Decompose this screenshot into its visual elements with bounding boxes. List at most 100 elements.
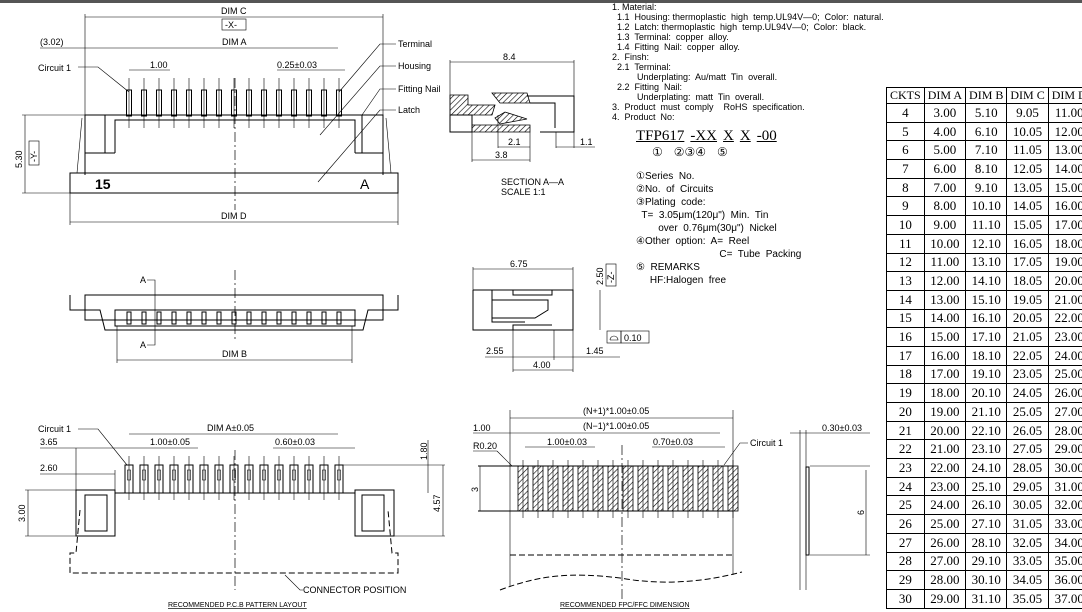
table-cell: 24 [886,476,925,497]
table-cell: 28.05 [1006,458,1049,478]
table-cell: 28.00 [1047,420,1082,441]
dim-255-label: 2.55 [486,346,504,356]
note-line: 2.2 Fitting Nail: [612,82,683,92]
table-cell: 11.10 [965,215,1008,235]
table-cell: 27.00 [923,551,967,572]
table-cell: 30.10 [965,570,1008,590]
note-line: 4. Product No: [612,112,675,122]
table-cell: 34.05 [1006,570,1049,590]
table-cell: 11.00 [1047,103,1082,123]
table-cell: 23.10 [965,439,1008,460]
section-a-a: 8.4 2.1 1.1 3.8 SECTION A—A SCALE 1:1 [449,52,595,197]
flatness-icon [609,335,619,341]
datum-z-label: -Z- [606,272,616,284]
table-cell: 12.10 [965,233,1008,254]
table-cell: 30 [886,588,925,609]
section-marker-a-top: A [140,275,146,285]
pcb-pitch-label: 1.00±0.05 [150,437,190,447]
table-cell: 11.05 [1006,140,1049,161]
product-option-line: C= Tube Packing [636,249,802,260]
mark-a: A [360,176,370,192]
table-cell: 21.00 [923,439,967,460]
bottom-pin [141,311,147,325]
table-cell: 20.05 [1006,308,1049,329]
bottom-pin [306,311,312,325]
material-notes: 1. Material: 1.1 Housing: thermoplastic … [612,2,884,122]
product-option-line: ③Plating code: [636,197,706,208]
table-cell: 16.05 [1006,233,1049,254]
table-cell: 5.00 [923,140,967,161]
product-option-line: T= 3.05μm(120μ") Min. Tin [636,210,769,221]
product-option-line: ④Other option: A= Reel [636,236,750,247]
note-line: 2.1 Terminal: [612,62,671,72]
table-cell: 8.00 [923,196,967,217]
table-cell: 29.05 [1006,476,1049,497]
table-cell: 14.05 [1006,196,1049,217]
table-cell: 21 [886,420,925,441]
table-cell: 20.00 [1047,271,1082,291]
table-cell: 15.10 [965,289,1008,310]
table-cell: 25.00 [1047,364,1082,385]
bottom-pin [126,311,132,325]
bottom-pin [156,311,162,325]
table-cell: 16 [886,327,925,347]
product-option-line: over 0.76μm(30μ") Nickel [636,223,777,234]
table-cell: 11.00 [923,252,967,273]
table-cell: 19.10 [965,364,1008,385]
table-cell: 16.00 [1047,196,1082,217]
table-cell: 32.05 [1006,532,1049,553]
table-header: DIM D [1047,87,1082,104]
table-cell: 17 [886,345,925,366]
table-cell: 9.05 [1006,103,1049,123]
table-cell: 23.05 [1006,364,1049,385]
product-number-part: X [739,128,751,144]
note-line: 3. Product must comply RoHS specificatio… [612,102,805,112]
note-line: 1. Material: [612,2,657,12]
bottom-pin [291,311,297,325]
table-cell: 29.10 [965,551,1008,572]
table-cell: 23.00 [1047,327,1082,347]
table-header: DIM B [965,87,1008,104]
pcb-circuit1-label: Circuit 1 [38,424,71,434]
product-option-line: ①Series No. [636,171,695,182]
table-cell: 20.00 [923,420,967,441]
dim-457-label: 4.57 [432,494,442,512]
table-cell: 7 [886,159,925,179]
bottom-pin [171,311,177,325]
table-cell: 33.05 [1006,551,1049,572]
pcb-title: RECOMMENDED P.C.B PATTERN LAYOUT [168,602,307,609]
connector-position-label: CONNECTOR POSITION [303,585,406,595]
table-cell: 24.10 [965,458,1008,478]
table-cell: 8.10 [965,159,1008,179]
product-option-line: HF:Halogen free [636,275,727,286]
fpc-3-label: 3 [470,487,480,492]
table-header: DIM A [923,87,967,104]
table-cell: 26 [886,514,925,534]
datum-y-label: -Y- [29,151,39,162]
bottom-pin [216,311,222,325]
dim-250-label: 2.50 [595,267,605,285]
table-cell: 16.00 [923,345,967,366]
table-cell: 20.10 [965,383,1008,403]
table-cell: 12.00 [923,271,967,291]
flatness-label: 0.10 [624,333,642,343]
table-cell: 33.00 [1047,514,1082,534]
table-cell: 12.05 [1006,159,1049,179]
table-cell: 13.00 [923,289,967,310]
table-cell: 25.05 [1006,402,1049,422]
